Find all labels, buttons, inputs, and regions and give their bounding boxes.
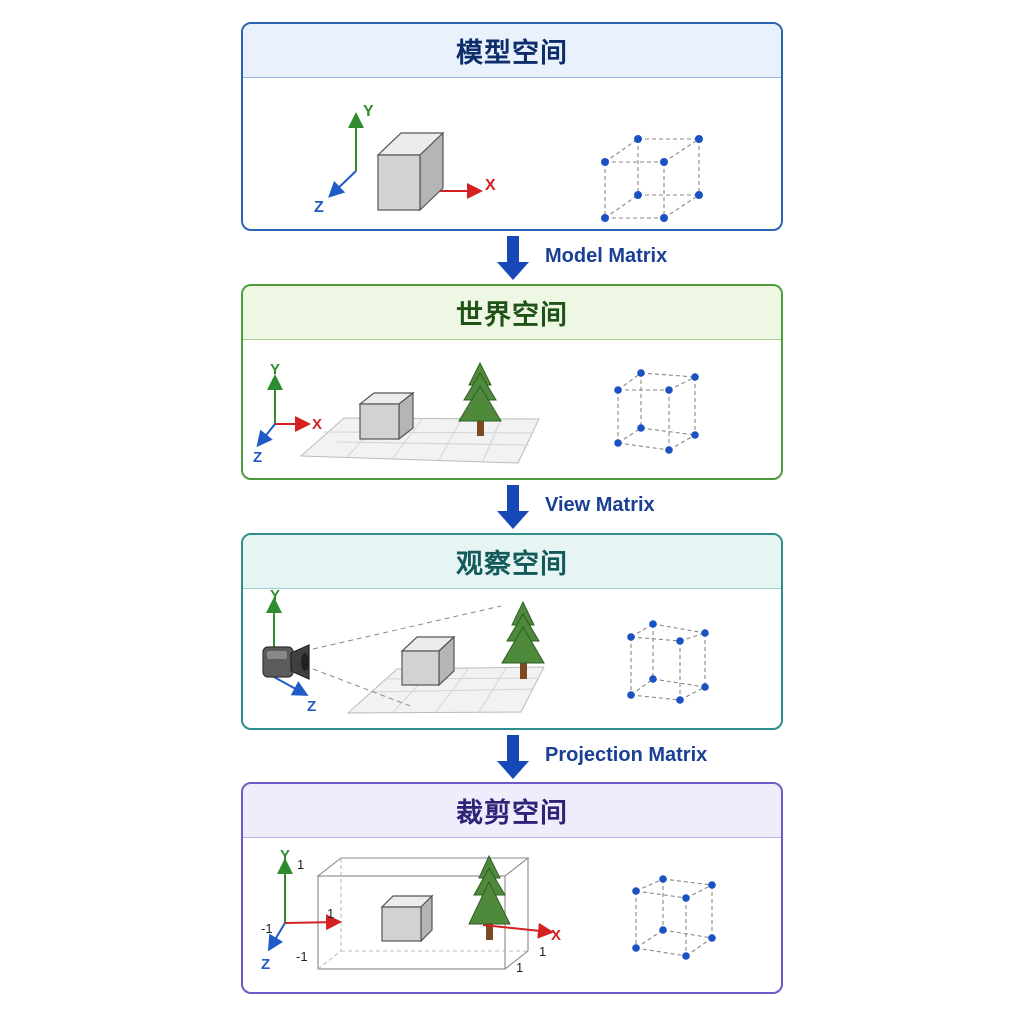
wireframe-cube-icon [604, 138, 700, 219]
model-matrix-label: Model Matrix [545, 245, 668, 267]
world-space-title: 世界空间 [243, 286, 781, 340]
projection-matrix-label: Projection Matrix [545, 744, 708, 766]
model-space-title: 模型空间 [243, 24, 781, 78]
cube-icon [376, 131, 445, 212]
tree-icon [501, 600, 545, 679]
world-axes: Y X Z [253, 361, 322, 466]
cube-vertices [632, 875, 716, 960]
tick-x-right: 1 [327, 906, 334, 921]
wireframe-cube-icon [617, 372, 696, 451]
view-matrix-connector: View Matrix [0, 481, 1024, 534]
clip-axes: Y Z X [261, 847, 561, 973]
z-axis-label: Z [307, 698, 316, 715]
tree-icon [458, 361, 502, 436]
wireframe-cube-icon [630, 623, 706, 701]
world-space-body: Y X Z [243, 340, 781, 478]
view-matrix-label: View Matrix [545, 494, 655, 516]
down-arrow-icon [497, 735, 529, 779]
tick-y-top: 1 [297, 857, 304, 872]
clip-space-title: 裁剪空间 [243, 784, 781, 838]
tick-x-left: -1 [261, 921, 273, 936]
grid-plane-icon [346, 666, 545, 714]
cube-icon [358, 391, 415, 441]
z-axis-label: Z [261, 956, 270, 973]
down-arrow-icon [497, 485, 529, 529]
camera-icon [262, 644, 310, 680]
tick-box-front: 1 [516, 960, 523, 975]
clip-space-body: Y Z X 1 1 -1 -1 1 1 [243, 838, 781, 992]
cube-vertices [601, 135, 703, 222]
wireframe-cube-icon [635, 878, 713, 957]
y-axis-label: Y [270, 361, 280, 378]
y-axis-label: Y [363, 103, 374, 120]
y-axis-label: Y [280, 847, 290, 864]
view-space-body: Y Z [243, 589, 781, 728]
projection-matrix-connector: Projection Matrix [0, 731, 1024, 784]
x-axis-label: X [485, 177, 496, 194]
y-axis-label: Y [270, 589, 280, 604]
model-space-body: Y Z X [243, 78, 781, 229]
cube-vertices [614, 369, 699, 454]
view-space-panel: 观察空间 [241, 533, 783, 730]
cube-icon [380, 894, 434, 943]
view-axes: Y Z [266, 589, 316, 715]
down-arrow-icon [497, 236, 529, 280]
grid-plane-icon [299, 417, 540, 464]
x-axis-label: X [312, 416, 322, 433]
clip-space-panel: 裁剪空间 [241, 782, 783, 994]
view-space-title: 观察空间 [243, 535, 781, 589]
cube-vertices [627, 620, 709, 704]
x-axis-label: X [551, 927, 561, 944]
model-matrix-connector: Model Matrix [0, 232, 1024, 285]
z-axis-label: Z [253, 449, 262, 466]
tick-z-near: -1 [296, 949, 308, 964]
cube-icon [400, 635, 456, 687]
world-space-panel: 世界空间 Y X Z [241, 284, 783, 480]
tree-icon [468, 854, 511, 940]
z-axis-label: Z [314, 199, 324, 216]
z-axis [328, 170, 357, 198]
tick-box-right: 1 [539, 944, 546, 959]
model-space-panel: 模型空间 Y Z X [241, 22, 783, 231]
